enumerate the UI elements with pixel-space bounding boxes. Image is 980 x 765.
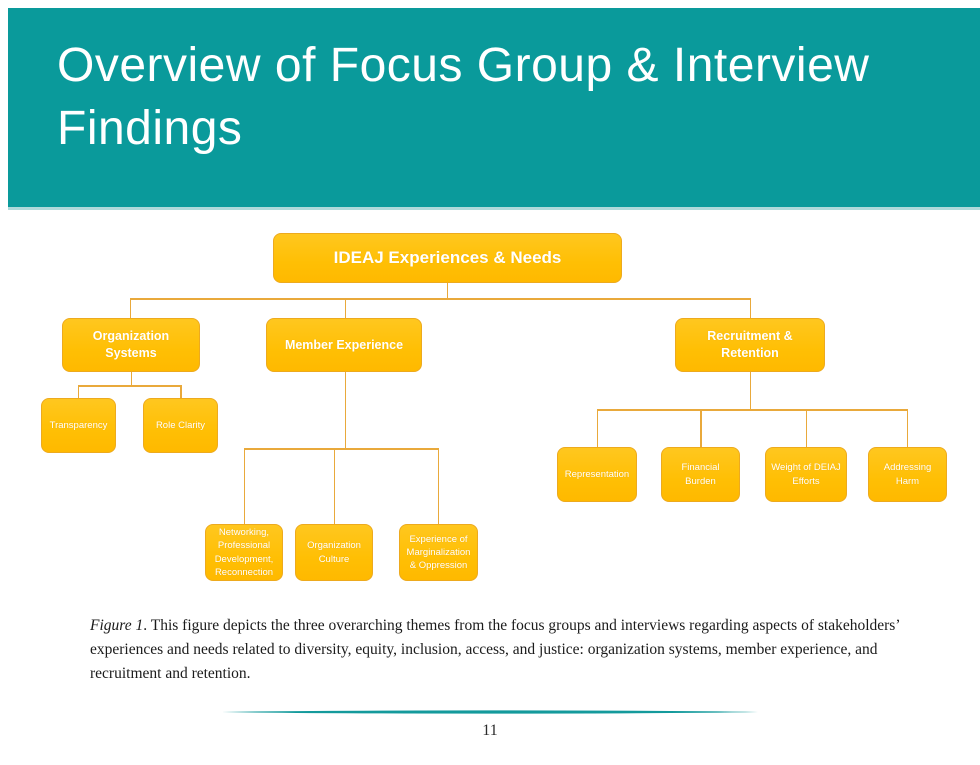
figure-caption: Figure 1. This figure depicts the three … [90, 614, 905, 687]
node-label: Member Experience [284, 337, 404, 352]
footer-divider-line [222, 710, 758, 714]
diagram-node-organization-systems: Organization Systems [62, 318, 200, 372]
node-label: Recruitment & Retention [707, 329, 793, 360]
connector-line [749, 299, 751, 318]
connector-line [77, 386, 79, 398]
connector-line [77, 385, 182, 387]
connector-line [906, 410, 908, 447]
node-label: Networking, Professional Development, Re… [214, 526, 274, 578]
connector-line [129, 299, 131, 318]
connector-line [596, 410, 598, 447]
node-label: Financial Burden [681, 462, 720, 487]
connector-line [700, 410, 702, 447]
connector-line [180, 386, 182, 398]
connector-line [446, 283, 448, 299]
diagram-node-addressing-harm: Addressing Harm [868, 447, 947, 502]
diagram-node-root: IDEAJ Experiences & Needs [273, 233, 622, 283]
connector-line [333, 449, 335, 524]
diagram-node-member-experience: Member Experience [266, 318, 422, 372]
page-number: 11 [482, 722, 498, 739]
node-label: Organization Culture [307, 540, 361, 565]
figure-caption-text: . This figure depicts the three overarch… [90, 616, 900, 683]
connector-line [130, 372, 132, 386]
connector-line [129, 298, 751, 300]
diagram-node-transparency: Transparency [41, 398, 116, 453]
slide-title: Overview of Focus Group & Interview Find… [57, 39, 870, 155]
node-label: Organization Systems [92, 329, 170, 360]
diagram-node-marginalization: Experience of Marginalization & Oppressi… [399, 524, 478, 581]
connector-line [437, 449, 439, 524]
connector-line [243, 449, 245, 524]
node-label: Representation [564, 468, 630, 480]
connector-line [344, 372, 346, 449]
diagram-node-financial-burden: Financial Burden [661, 447, 740, 502]
connector-line [805, 410, 807, 447]
node-label: IDEAJ Experiences & Needs [333, 248, 562, 267]
node-label: Weight of DEIAJ Efforts [771, 462, 841, 487]
diagram-node-organization-culture: Organization Culture [295, 524, 373, 581]
connector-line [749, 372, 751, 410]
node-label: Experience of Marginalization & Oppressi… [406, 533, 471, 572]
connector-line [243, 448, 439, 450]
node-label: Role Clarity [155, 419, 206, 431]
diagram-node-networking: Networking, Professional Development, Re… [205, 524, 283, 581]
diagram-node-weight-deiaj: Weight of DEIAJ Efforts [765, 447, 847, 502]
connector-line [344, 299, 346, 318]
diagram-node-recruitment-retention: Recruitment & Retention [675, 318, 825, 372]
diagram-node-representation: Representation [557, 447, 637, 502]
title-banner: Overview of Focus Group & Interview Find… [8, 8, 980, 210]
connector-line [596, 409, 908, 411]
node-label: Transparency [49, 419, 108, 431]
node-label: Addressing Harm [883, 462, 932, 487]
diagram-node-role-clarity: Role Clarity [143, 398, 218, 453]
figure-label: Figure 1 [90, 616, 144, 634]
